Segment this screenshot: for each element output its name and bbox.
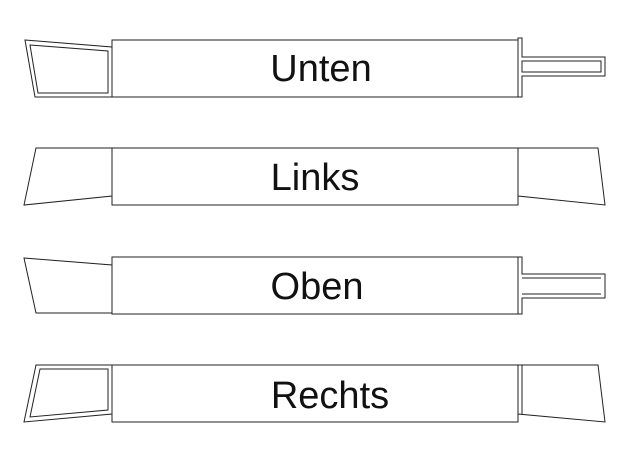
- tool-links: Links: [23, 147, 606, 206]
- tool-links-shank: [111, 147, 519, 206]
- tool-unten-shank: [111, 39, 519, 98]
- tool-rechts-shank: [111, 364, 519, 423]
- tool-rechts: Rechts: [23, 364, 606, 423]
- tool-unten: Unten: [24, 37, 606, 98]
- tool-unten-right-shaft: [517, 37, 606, 98]
- tool-rechts-left-tip: [23, 364, 113, 423]
- tool-links-right-tip: [517, 147, 606, 206]
- tool-unten-label: Unten: [270, 48, 371, 90]
- tool-links-left-tip: [23, 147, 113, 206]
- tool-unten-left-tip: [24, 39, 113, 98]
- tool-oben-shank: [111, 256, 519, 315]
- tool-oben-label: Oben: [271, 266, 364, 308]
- tool-oben-left-tip: [23, 257, 113, 314]
- tool-oben: Oben: [23, 256, 606, 315]
- tool-oben-right-shaft: [517, 256, 606, 315]
- tool-rechts-right-tip: [517, 364, 606, 423]
- tool-rechts-label: Rechts: [271, 375, 389, 417]
- tool-links-label: Links: [271, 157, 360, 199]
